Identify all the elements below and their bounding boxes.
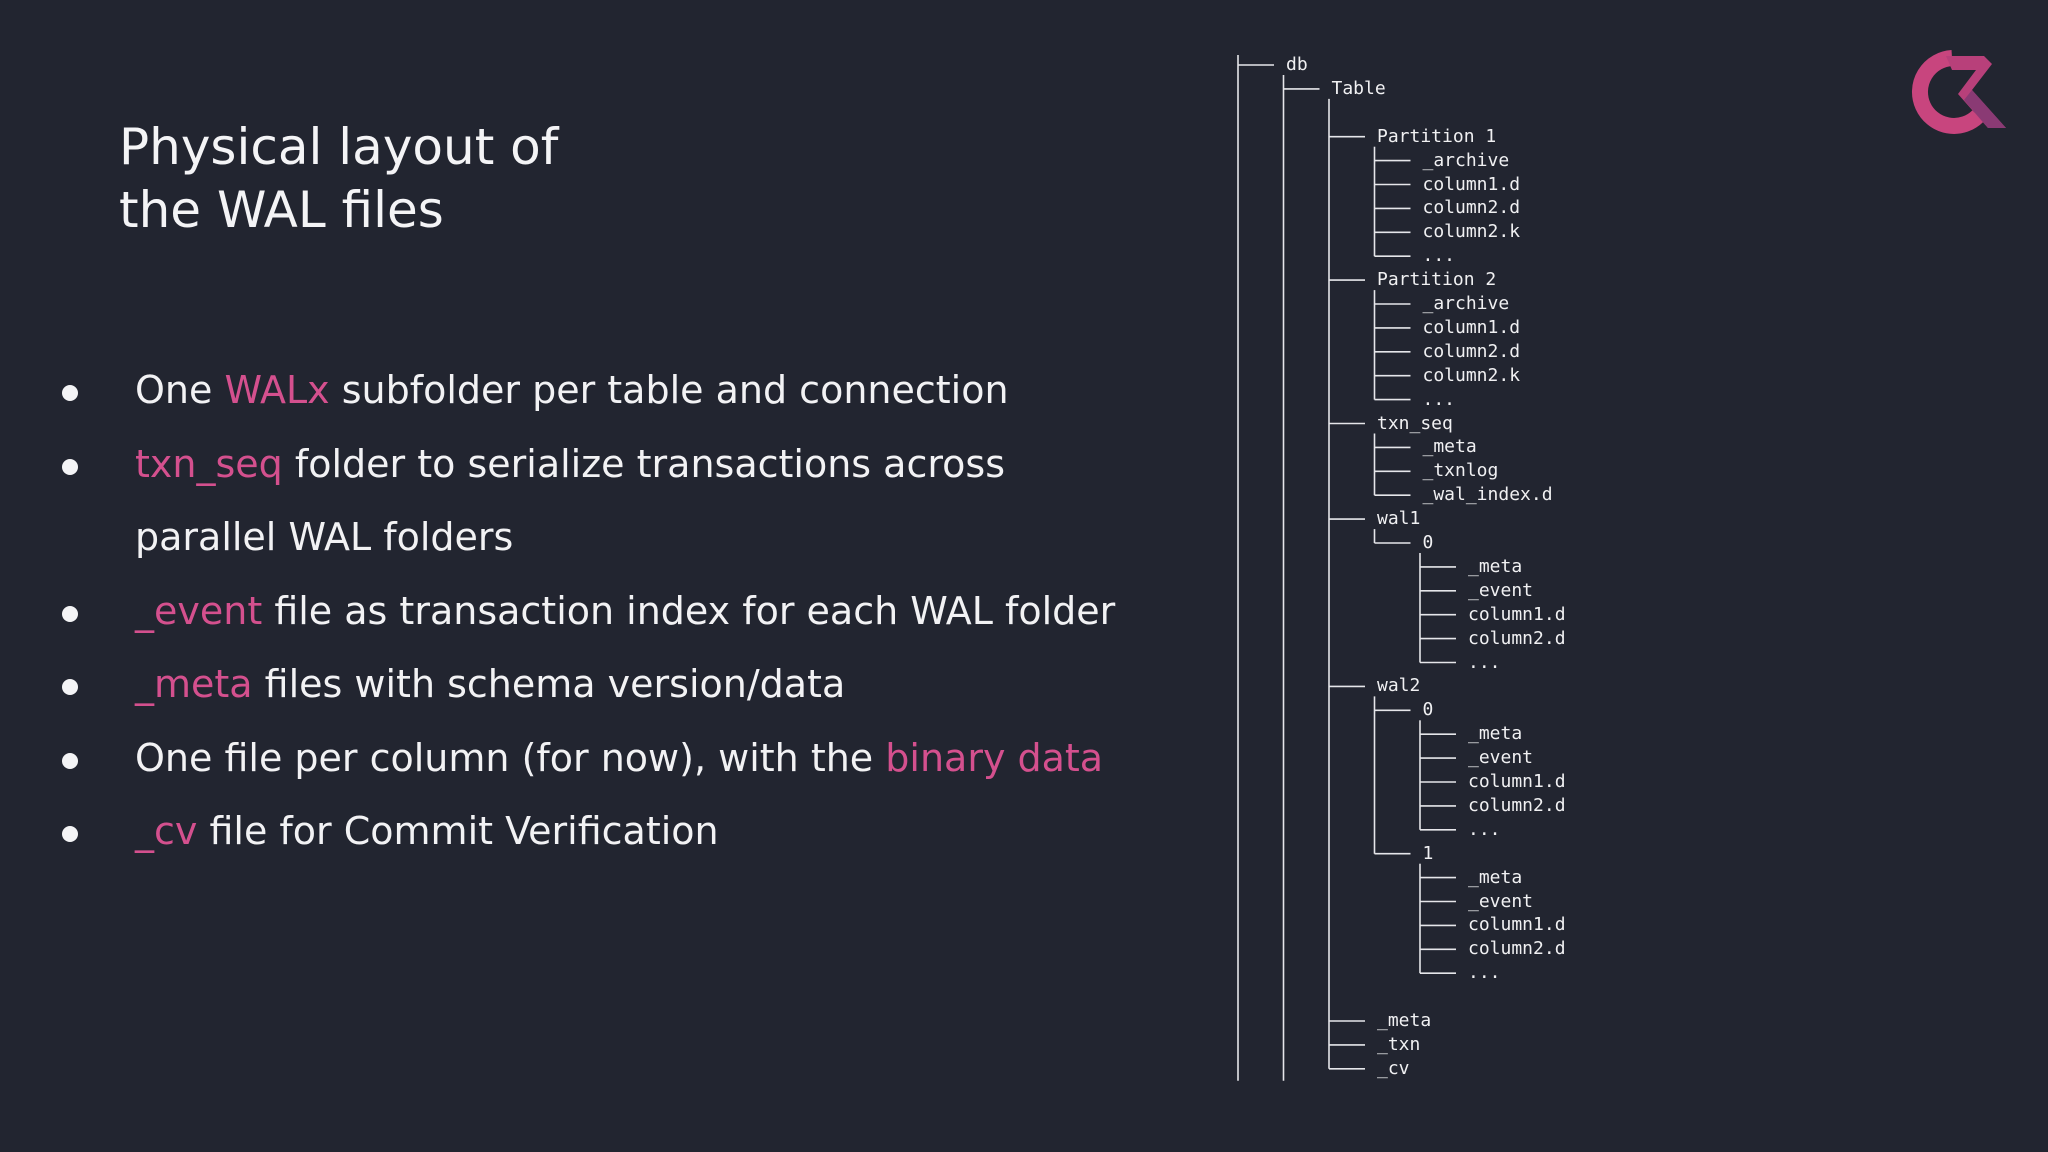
bullet-text: file as transaction index for each WAL f…	[262, 588, 1116, 633]
tree-node: _event	[1468, 579, 1534, 601]
bullet-text: folder to serialize transactions across …	[135, 441, 1005, 560]
bullet-txn-seq: txn_seq folder to serialize transactions…	[60, 428, 1120, 575]
tree-node: wal2	[1377, 675, 1421, 697]
tree-node: Partition 1	[1377, 125, 1497, 147]
tree-node: column1.d	[1468, 771, 1566, 792]
bullet-dot	[62, 679, 78, 695]
tree-node: ...	[1468, 962, 1501, 984]
tree-node: _meta	[1468, 723, 1523, 745]
slide-title: Physical layout of the WAL files	[119, 116, 558, 242]
highlighted-term: _cv	[135, 809, 198, 853]
highlighted-term: txn_seq	[135, 441, 283, 486]
tree-node: _meta	[1422, 436, 1477, 458]
tree-node: column1.d	[1468, 603, 1566, 625]
highlighted-term: _event	[135, 588, 263, 633]
tree-node: ...	[1422, 388, 1456, 410]
tree-node: column2.d	[1422, 197, 1521, 219]
tree-node: _archive	[1422, 293, 1510, 314]
highlighted-term: _meta	[135, 662, 253, 706]
tree-node: _meta	[1468, 866, 1523, 888]
bullet-text: files with schema version/data	[252, 662, 846, 706]
tree-node: _archive	[1422, 149, 1510, 171]
bullet-text: One file per column (for now), with the	[135, 735, 886, 780]
tree-node: _txn	[1377, 1033, 1421, 1055]
tree-node: 0	[1422, 699, 1434, 721]
tree-node: _meta	[1468, 555, 1523, 577]
tree-node: _event	[1468, 890, 1534, 912]
tree-node: column2.k	[1422, 221, 1521, 243]
tree-node: _txnlog	[1422, 460, 1499, 482]
tree-node: _cv	[1377, 1057, 1410, 1079]
tree-node: column2.d	[1468, 938, 1566, 960]
bullet-event: _event file as transaction index for eac…	[60, 575, 1120, 649]
bullet-dot	[62, 752, 78, 769]
title-line-1: Physical layout of	[119, 118, 559, 176]
bullet-text: subfolder per table and connection	[329, 368, 1009, 412]
bullet-cv: _cv file for Commit Verification	[60, 795, 1120, 869]
tree-node: ...	[1468, 818, 1501, 840]
bullet-walx: One WALx subfolder per table and connect…	[60, 354, 1120, 428]
bullet-dot	[62, 605, 78, 622]
tree-node: _event	[1468, 747, 1534, 769]
tree-node: Table	[1331, 77, 1386, 99]
tree-node: column2.d	[1468, 627, 1566, 649]
bullet-dot	[62, 458, 78, 475]
tree-node: column2.d	[1468, 794, 1566, 816]
tree-node: column2.k	[1422, 364, 1521, 386]
highlighted-term: WALx	[224, 368, 330, 412]
bullet-text: file for Commit Verification	[197, 809, 719, 853]
highlighted-term: binary data	[885, 735, 1104, 780]
tree-node: _meta	[1377, 1010, 1432, 1031]
tree-node: _wal_index.d	[1422, 484, 1553, 506]
tree-node: db	[1286, 54, 1308, 75]
tree-node: ...	[1422, 245, 1456, 267]
bullet-column-files: One file per column (for now), with the …	[60, 722, 1120, 796]
tree-node: wal1	[1377, 508, 1421, 530]
tree-node: 0	[1422, 532, 1434, 553]
tree-node: ...	[1468, 651, 1501, 673]
tree-node: column1.d	[1422, 173, 1521, 195]
tree-node: Partition 2	[1377, 269, 1497, 291]
bullet-dot	[62, 385, 78, 401]
bullet-text: One	[135, 368, 225, 412]
tree-node: column2.d	[1422, 340, 1521, 362]
bullet-dot	[62, 826, 78, 842]
tree-node: txn_seq	[1377, 412, 1453, 434]
questdb-logo-icon	[1911, 50, 2006, 134]
tree-node: column1.d	[1422, 316, 1521, 338]
bullet-list: One WALx subfolder per table and connect…	[60, 354, 1120, 869]
title-line-2: the WAL files	[119, 181, 444, 239]
bullet-meta: _meta files with schema version/data	[60, 648, 1120, 722]
tree-node: column1.d	[1468, 914, 1566, 936]
tree-node: 1	[1422, 842, 1434, 864]
